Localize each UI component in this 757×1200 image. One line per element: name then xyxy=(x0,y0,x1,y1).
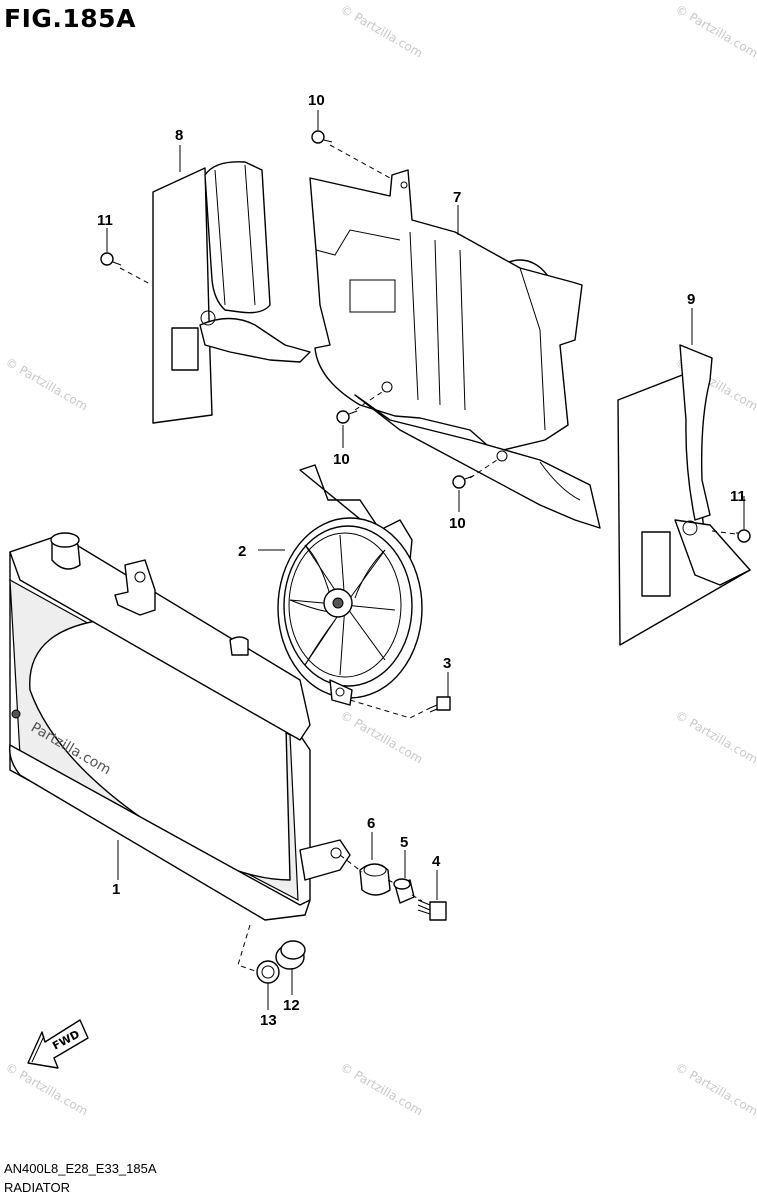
collar[interactable] xyxy=(393,878,415,904)
screw[interactable] xyxy=(100,252,122,266)
radiator-bolt[interactable] xyxy=(417,899,447,921)
radiator-cover[interactable] xyxy=(309,169,601,529)
callout-8: 8 xyxy=(175,127,183,144)
cushion[interactable] xyxy=(359,863,391,896)
left-side-cover[interactable] xyxy=(152,161,311,424)
callout-10-middle: 10 xyxy=(333,451,350,468)
screw[interactable] xyxy=(336,410,358,424)
callout-5: 5 xyxy=(400,834,408,851)
callout-1: 1 xyxy=(112,881,120,898)
callout-11-left: 11 xyxy=(97,212,113,229)
cooling-fan[interactable] xyxy=(277,464,423,706)
callout-2: 2 xyxy=(238,543,246,560)
callout-7: 7 xyxy=(453,189,461,206)
section-name: RADIATOR xyxy=(4,1180,70,1195)
right-side-cover[interactable] xyxy=(617,344,751,646)
cap[interactable] xyxy=(275,940,306,970)
callout-6: 6 xyxy=(367,815,375,832)
callout-10-top: 10 xyxy=(308,92,325,109)
fwd-arrow: FWD xyxy=(27,1019,89,1069)
screw[interactable] xyxy=(311,130,333,144)
radiator[interactable] xyxy=(9,532,351,921)
figure-title: FIG.185A xyxy=(4,4,136,33)
model-code: AN400L8_E28_E33_185A xyxy=(4,1161,157,1176)
fan-bolt[interactable] xyxy=(429,696,451,713)
o-ring[interactable] xyxy=(256,960,280,984)
callout-10-right: 10 xyxy=(449,515,466,532)
screw[interactable] xyxy=(736,529,751,543)
callout-9: 9 xyxy=(687,291,695,308)
callout-12: 12 xyxy=(283,997,300,1014)
callout-11-right: 11 xyxy=(730,488,746,505)
callout-13: 13 xyxy=(260,1012,277,1029)
screw[interactable] xyxy=(452,475,474,489)
callout-4: 4 xyxy=(432,853,441,870)
callout-3: 3 xyxy=(443,655,451,672)
